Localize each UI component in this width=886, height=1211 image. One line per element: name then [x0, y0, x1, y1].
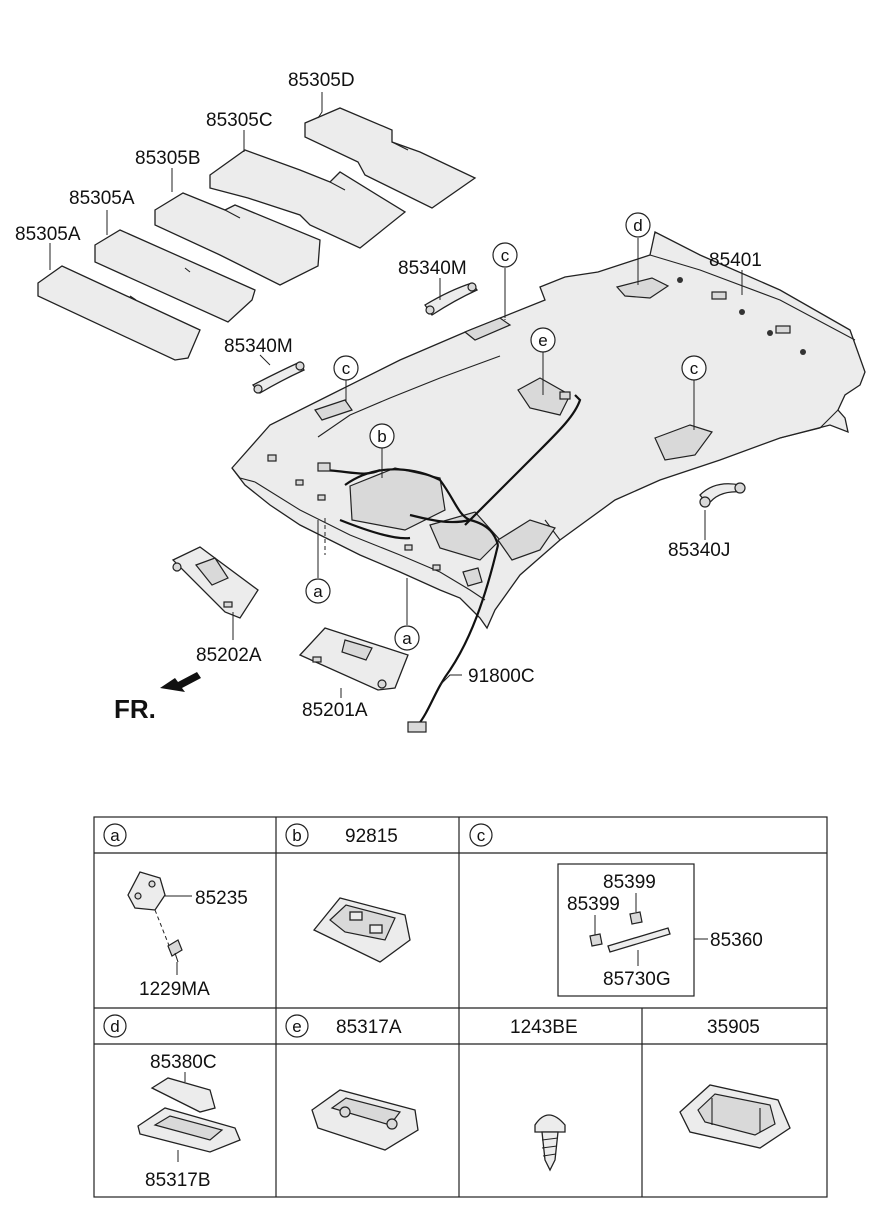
label-85201A: 85201A: [302, 700, 368, 721]
label-85305A-lower: 85305A: [15, 224, 81, 245]
lamp-35905[interactable]: [679, 1084, 791, 1149]
sunvisor-85201A[interactable]: [298, 627, 409, 691]
label-85317A: 85317A: [336, 1017, 402, 1038]
lens-85380C[interactable]: [150, 1077, 216, 1113]
label-85305B: 85305B: [135, 148, 201, 169]
assist-handle-85340J[interactable]: [699, 482, 746, 508]
table-key-e: e: [285, 1014, 309, 1038]
headliner-85401[interactable]: [231, 231, 866, 630]
label-85340M-rear: 85340M: [398, 258, 467, 279]
table-key-a: a: [103, 823, 127, 847]
svg-text:b: b: [377, 427, 386, 446]
table-key-d: d: [103, 1014, 127, 1038]
lamp-85317B[interactable]: [137, 1107, 241, 1153]
table-key-b: b: [285, 823, 309, 847]
svg-text:c: c: [477, 826, 486, 845]
wiring-harness-91800C[interactable]: [317, 391, 582, 733]
front-label: FR.: [114, 694, 156, 724]
label-85340M-front: 85340M: [224, 336, 293, 357]
callout-c-right[interactable]: c: [681, 355, 707, 381]
label-85305D: 85305D: [288, 70, 355, 91]
arrow-icon: [160, 672, 201, 692]
lamp-85317A[interactable]: [311, 1089, 419, 1151]
assist-handle-front-left[interactable]: [251, 361, 305, 394]
label-85202A: 85202A: [196, 645, 262, 666]
svg-text:c: c: [342, 359, 351, 378]
label-85399-left: 85399: [567, 894, 620, 915]
label-35905: 35905: [707, 1017, 760, 1038]
cell-c-subbox: [557, 863, 695, 997]
callout-b[interactable]: b: [369, 423, 395, 449]
svg-text:d: d: [633, 216, 642, 235]
svg-text:e: e: [538, 331, 547, 350]
callout-a-left[interactable]: a: [305, 578, 331, 604]
pad-85305C[interactable]: [209, 149, 407, 249]
bolt-1229MA[interactable]: [167, 939, 183, 963]
bracket-85235[interactable]: [127, 871, 166, 911]
clip-85399-left[interactable]: [589, 933, 603, 947]
label-85317B: 85317B: [145, 1170, 211, 1191]
label-85360: 85360: [710, 930, 763, 951]
sunvisor-85202A[interactable]: [171, 546, 259, 619]
clip-85399-top[interactable]: [629, 911, 643, 925]
table-key-c: c: [469, 823, 493, 847]
room-lamp-92815[interactable]: [312, 897, 411, 963]
svg-text:d: d: [110, 1017, 119, 1036]
callout-e[interactable]: e: [530, 327, 556, 353]
svg-text:e: e: [292, 1017, 301, 1036]
parts-table: [93, 816, 828, 1198]
pad-85305D[interactable]: [304, 107, 477, 209]
label-85399-top: 85399: [603, 872, 656, 893]
svg-text:b: b: [292, 826, 301, 845]
svg-text:c: c: [501, 246, 510, 265]
callout-c-rear[interactable]: c: [492, 242, 518, 268]
label-85730G: 85730G: [603, 969, 671, 990]
pad-85305B[interactable]: [154, 192, 321, 286]
svg-text:a: a: [313, 582, 323, 601]
svg-text:a: a: [402, 629, 412, 648]
label-85305C: 85305C: [206, 110, 273, 131]
label-85380C: 85380C: [150, 1052, 217, 1073]
label-1243BE: 1243BE: [510, 1017, 578, 1038]
label-85401: 85401: [709, 250, 762, 271]
pad-85305A-lower[interactable]: [37, 265, 201, 361]
pad-85305A-upper[interactable]: [94, 229, 256, 323]
callout-d[interactable]: d: [625, 212, 651, 238]
label-85340J: 85340J: [668, 540, 730, 561]
label-1229MA: 1229MA: [139, 979, 210, 1000]
label-91800C: 91800C: [468, 666, 535, 687]
label-92815: 92815: [345, 826, 398, 847]
strip-85730G[interactable]: [607, 927, 671, 953]
assist-handle-rear-left[interactable]: [424, 282, 478, 316]
callout-c-front[interactable]: c: [333, 355, 359, 381]
screw-1243BE[interactable]: [534, 1114, 566, 1172]
svg-text:c: c: [690, 359, 699, 378]
front-direction-marker: FR.: [114, 672, 201, 724]
label-85305A-upper: 85305A: [69, 188, 135, 209]
svg-text:a: a: [110, 826, 120, 845]
callout-a-right[interactable]: a: [394, 625, 420, 651]
label-85235: 85235: [195, 888, 248, 909]
